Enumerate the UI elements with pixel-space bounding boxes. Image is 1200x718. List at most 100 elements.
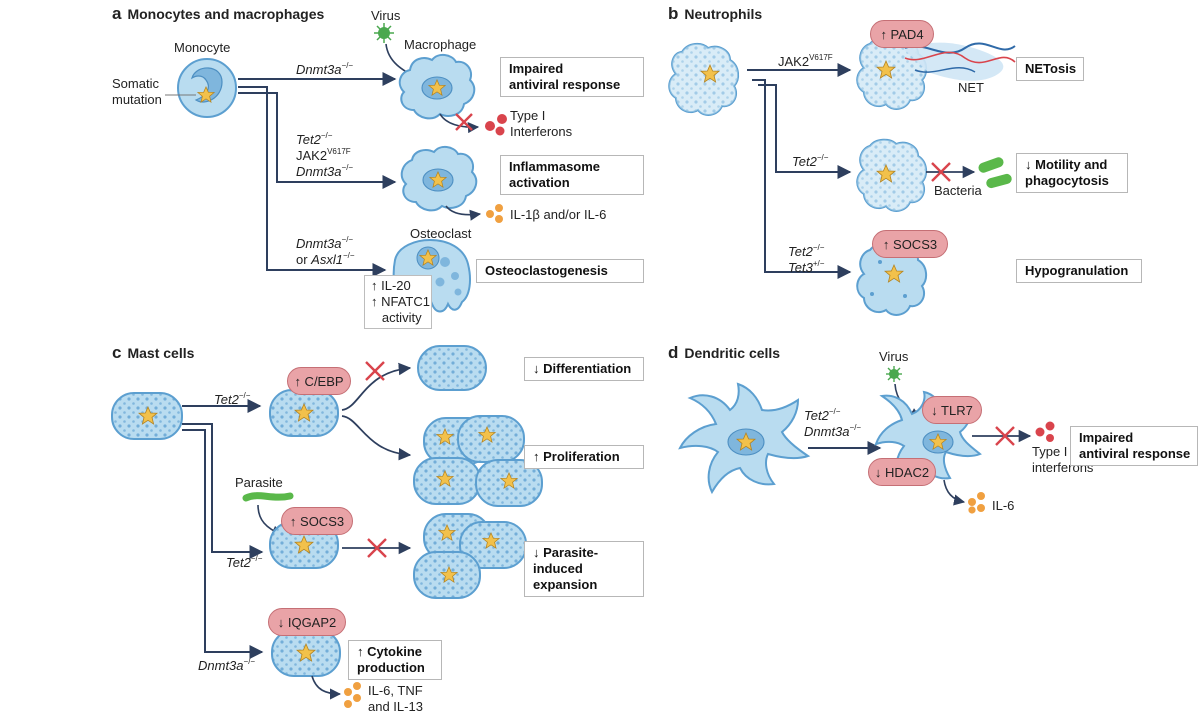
marker-iqgap2: ↓ IQGAP2 — [268, 608, 346, 636]
outcome-c-differentiation: ↓ Differentiation — [524, 357, 644, 381]
gene-name: Tet2 — [214, 392, 239, 407]
marker-hdac2: ↓ HDAC2 — [868, 458, 936, 486]
macrophage-cell — [398, 54, 476, 120]
mast-cell-differentiation — [417, 345, 487, 391]
mast-cell-proliferation-cluster — [413, 415, 543, 507]
gene-name: JAK2 — [296, 148, 328, 163]
block-cross-icon — [365, 361, 385, 381]
marker-pad4: ↑ PAD4 — [870, 20, 934, 48]
mutation-a-dnmt3a-2: Dnmt3a−/− — [296, 164, 353, 180]
gene-name: Dnmt3a — [198, 658, 244, 673]
mutation-b-tet3: Tet3+/− — [788, 260, 824, 276]
outcome-b-netosis: NETosis — [1016, 57, 1084, 81]
bacteria-icon — [978, 157, 1012, 189]
cytokine-dots-icon — [486, 204, 503, 223]
virus-label: Virus — [371, 8, 401, 23]
product-type1-ifn-a: Type I Interferons — [510, 108, 573, 139]
arrow-c-proliferation — [341, 415, 412, 461]
mast-cell-iqgap2 — [271, 629, 341, 677]
osteoclast-markers-box: ↑ IL-20 ↑ NFATC1 activity — [364, 275, 432, 329]
gene-name: Dnmt3a — [296, 62, 342, 77]
arrow-macrophage-ifn — [439, 113, 480, 134]
panel-c-graphics — [111, 345, 543, 708]
netosis-cell — [856, 36, 928, 110]
product-il1b: IL-1β and/or IL-6 — [510, 207, 607, 222]
macrophage-inflammasome-cell — [400, 146, 478, 212]
gene-name: Tet2 — [226, 555, 251, 570]
genotype-sup: −/− — [341, 61, 354, 70]
mutation-b-tet2: Tet2−/− — [792, 154, 828, 170]
marker-tlr7: ↓ TLR7 — [922, 396, 982, 424]
interferon-dots-icon — [1035, 421, 1055, 442]
bacteria-label: Bacteria — [934, 183, 982, 198]
genotype-sup: +/− — [812, 259, 825, 268]
virus-icon — [886, 366, 902, 382]
arrow-b-hypogranulation — [752, 79, 852, 279]
mutation-b-jak2: JAK2V617F — [778, 54, 833, 70]
outcome-a-inflammasome: Inflammasome activation — [500, 155, 644, 195]
genotype-sup: −/− — [849, 423, 862, 432]
arrow-a-osteoclast — [238, 86, 387, 277]
gene-name: Tet2 — [788, 244, 813, 259]
panel-a-letter: a — [112, 4, 122, 23]
arrow-d-il6 — [943, 479, 966, 506]
panel-b-letter: b — [668, 4, 679, 23]
block-cross-icon — [367, 538, 387, 558]
genotype-sup: V617F — [327, 147, 351, 156]
outcome-b-motility: ↓ Motility and phagocytosis — [1016, 153, 1128, 193]
block-cross-icon — [931, 162, 951, 182]
genotype-sup: −/− — [816, 153, 829, 162]
mutation-a-asxl1: or Asxl1−/− — [296, 252, 355, 268]
genotype-sup: −/− — [250, 554, 263, 563]
block-cross-icon — [995, 426, 1015, 446]
mutation-d-dnmt3a: Dnmt3a−/− — [804, 424, 861, 440]
mast-cell-source — [111, 392, 183, 440]
virus-icon — [374, 23, 394, 43]
arrow-c-iqgap2 — [182, 429, 264, 659]
mast-cell-expansion-cluster — [413, 513, 527, 599]
product-il6-d: IL-6 — [992, 498, 1015, 513]
genotype-sup: V617F — [809, 53, 833, 62]
genotype-sup: −/− — [341, 163, 354, 172]
genotype-sup: −/− — [238, 391, 251, 400]
panel-b-title-text: Neutrophils — [684, 6, 763, 22]
parasite-label: Parasite — [235, 475, 283, 490]
monocyte-label: Monocyte — [174, 40, 231, 55]
outcome-c-cytokine: ↑ Cytokine production — [348, 640, 442, 680]
panel-a-title-text: Monocytes and macrophages — [127, 6, 325, 22]
arrow-il1b — [445, 205, 482, 221]
outcome-a-antiviral: Impaired antiviral response — [500, 57, 644, 97]
virus-label-d: Virus — [879, 349, 909, 364]
arrow-c-socs3 — [182, 423, 264, 559]
gene-name: Tet2 — [792, 154, 817, 169]
arrow-cytokines — [311, 675, 342, 700]
mast-cell-cebp — [269, 389, 339, 437]
gene-name: Dnmt3a — [296, 164, 342, 179]
mutation-b-tet2-2: Tet2−/− — [788, 244, 824, 260]
net-label: NET — [958, 80, 984, 95]
mutation-c-tet2: Tet2−/− — [214, 392, 250, 408]
panel-a-title: a Monocytes and macrophages — [112, 4, 325, 23]
outcome-c-parasite-expansion: ↓ Parasite- induced expansion — [524, 541, 644, 597]
gene-name: JAK2 — [778, 54, 810, 69]
neutrophil-motility-cell — [856, 138, 928, 212]
parasite-icon — [242, 492, 294, 502]
block-cross-icon — [455, 113, 473, 131]
gene-name: Tet3 — [788, 260, 813, 275]
arrow-a-inflammasome — [238, 92, 397, 189]
panel-c-letter: c — [112, 343, 122, 362]
panel-d-letter: d — [668, 343, 679, 362]
mutation-c-dnmt3a: Dnmt3a−/− — [198, 658, 255, 674]
interferon-dots-icon — [485, 114, 507, 136]
dendritic-source-cell — [678, 382, 811, 495]
product-il6-tnf-il13: IL-6, TNF and IL-13 — [368, 683, 423, 714]
mutation-a-jak2: JAK2V617F — [296, 148, 351, 164]
somatic-mutation-label: Somatic mutation — [112, 76, 162, 107]
panel-b-graphics — [668, 36, 1016, 316]
outcome-b-hypogranulation: Hypogranulation — [1016, 259, 1142, 283]
gene-name: Dnmt3a — [804, 424, 850, 439]
gene-name: Dnmt3a — [296, 236, 342, 251]
